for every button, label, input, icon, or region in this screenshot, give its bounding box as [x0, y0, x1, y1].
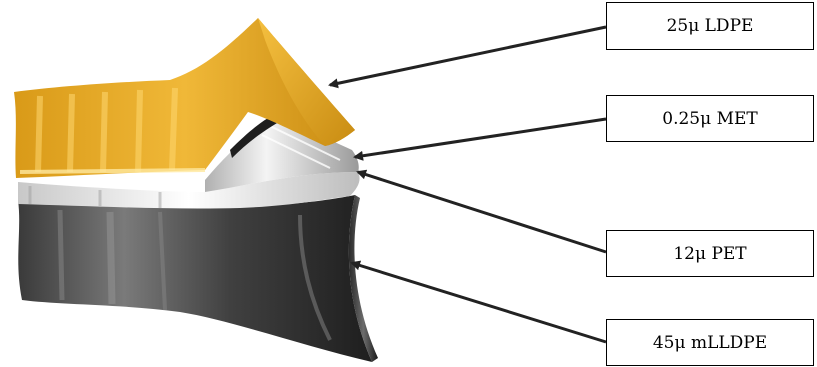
label-mlldpe: 45μ mLLDPE [606, 319, 814, 366]
label-pet-text: 12μ PET [673, 244, 746, 264]
label-met-text: 0.25μ MET [662, 109, 757, 129]
arrow-ldpe [330, 27, 606, 85]
mlldpe-layer-illustration [18, 195, 378, 362]
label-pet: 12μ PET [606, 230, 814, 277]
label-met: 0.25μ MET [606, 95, 814, 142]
arrow-met [355, 119, 606, 157]
label-ldpe: 25μ LDPE [606, 2, 814, 50]
label-mlldpe-text: 45μ mLLDPE [653, 333, 767, 353]
arrow-mlldpe [352, 263, 606, 342]
pointer-arrows [330, 27, 606, 342]
arrow-pet [358, 172, 606, 252]
label-ldpe-text: 25μ LDPE [667, 16, 754, 36]
